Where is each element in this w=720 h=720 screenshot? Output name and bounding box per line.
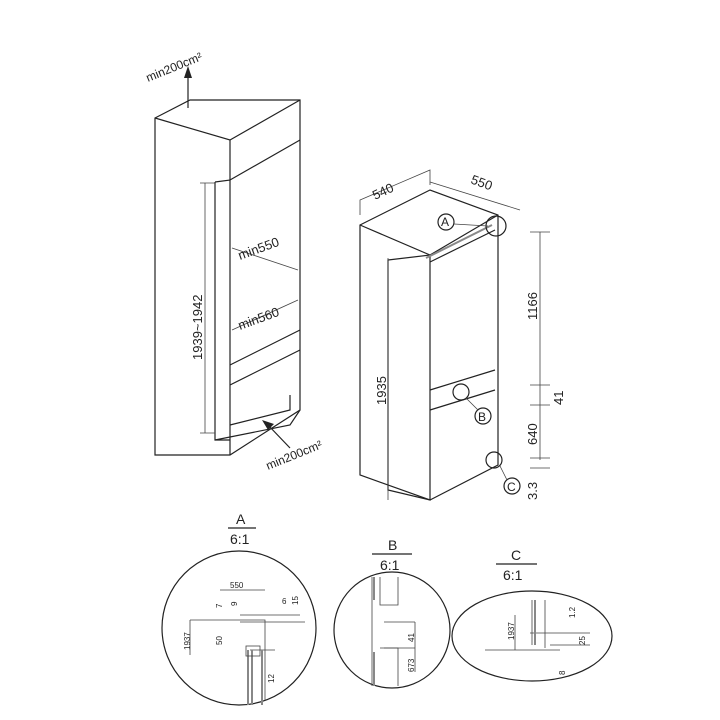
detail-a-dim-1937: 1937 xyxy=(183,632,192,650)
cabinet-vent-bottom-label: min200cm² xyxy=(264,438,324,473)
detail-a: A 6:1 550 7 9 6 15 1937 50 12 xyxy=(161,511,317,706)
fridge-lower-door-label: 640 xyxy=(525,423,540,445)
detail-a-dim-6: 6 xyxy=(282,597,287,606)
detail-a-scale: 6:1 xyxy=(230,531,250,547)
detail-a-dim-7: 7 xyxy=(215,603,224,608)
detail-c-dim-1937: 1937 xyxy=(507,622,516,640)
detail-c-dim-8: 8 xyxy=(558,670,567,675)
cabinet-vent-top-label: min200cm² xyxy=(144,50,204,85)
cabinet-drawing xyxy=(154,66,301,456)
fridge-width-label: 540 xyxy=(370,180,396,203)
fridge-bottom-gap-label: 3.3 xyxy=(525,482,540,500)
cabinet-height-label: 1939~1942 xyxy=(190,295,205,360)
cabinet-depth-label: min550 xyxy=(236,234,281,263)
detail-a-dim-550: 550 xyxy=(230,581,244,590)
fridge-drawing xyxy=(359,169,550,501)
fridge-marker-a: A xyxy=(441,215,449,229)
detail-b-label: B xyxy=(388,537,397,553)
detail-b-dim-41: 41 xyxy=(407,633,416,642)
detail-b-scale: 6:1 xyxy=(380,557,400,573)
fridge-gap-label: 41 xyxy=(551,391,566,405)
detail-c: C 6:1 1937 1.2 25 8 xyxy=(451,547,613,682)
detail-a-label: A xyxy=(236,511,246,527)
fridge-upper-door-label: 1166 xyxy=(525,292,540,320)
detail-b-dim-673: 673 xyxy=(407,658,416,672)
fridge-height-label: 1935 xyxy=(374,376,389,405)
detail-a-dim-50: 50 xyxy=(215,636,224,645)
detail-b: B 6:1 41 673 xyxy=(333,537,451,689)
fridge-marker-b: B xyxy=(478,410,486,424)
detail-a-dim-12: 12 xyxy=(267,674,276,683)
detail-c-scale: 6:1 xyxy=(503,567,523,583)
detail-c-label: C xyxy=(511,547,521,563)
detail-a-dim-15: 15 xyxy=(291,596,300,605)
cabinet-width-label: min560 xyxy=(236,304,281,333)
fridge-marker-c: C xyxy=(507,480,516,494)
detail-c-dim-1-2: 1.2 xyxy=(568,606,577,618)
detail-c-dim-25: 25 xyxy=(578,636,587,645)
detail-a-dim-9: 9 xyxy=(230,601,239,606)
fridge-depth-label: 550 xyxy=(469,172,495,194)
